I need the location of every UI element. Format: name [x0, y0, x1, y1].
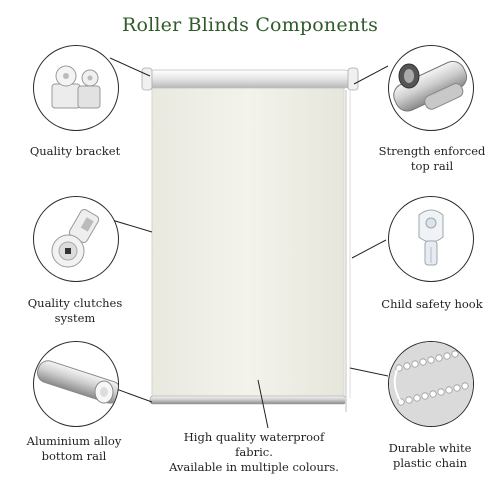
safety-hook-detail-circle — [388, 196, 474, 282]
safety-hook-icon — [418, 209, 444, 266]
bottom-rail-icon — [36, 360, 118, 404]
clutch-label: Quality clutches system — [27, 296, 123, 325]
bracket-label: Quality bracket — [29, 144, 121, 158]
top-roller — [145, 69, 353, 89]
diagram-title: Roller Blinds Components — [121, 14, 379, 36]
top-rail-icon — [393, 60, 468, 112]
leader-lines — [107, 57, 389, 429]
blind-fabric — [151, 81, 345, 401]
top-rail-detail-circle — [388, 45, 474, 131]
bracket-detail-circle — [33, 45, 119, 131]
bottom-rail — [149, 395, 347, 405]
chain-icon — [389, 342, 473, 426]
fabric-label: High quality waterproof fabric. Availabl… — [169, 430, 339, 474]
clutch-detail-circle — [33, 196, 119, 282]
chain-detail-circle — [388, 341, 474, 427]
top-rail-label: Strength enforced top rail — [378, 144, 486, 173]
bottom-rail-label: Aluminium alloy bottom rail — [26, 434, 122, 463]
clutch-icon — [51, 208, 100, 268]
bottom-rail-detail-circle — [33, 341, 119, 427]
bracket-icon — [51, 65, 101, 109]
safety-hook-label: Child safety hook — [381, 297, 483, 311]
chain-label: Durable white plastic chain — [388, 441, 472, 470]
